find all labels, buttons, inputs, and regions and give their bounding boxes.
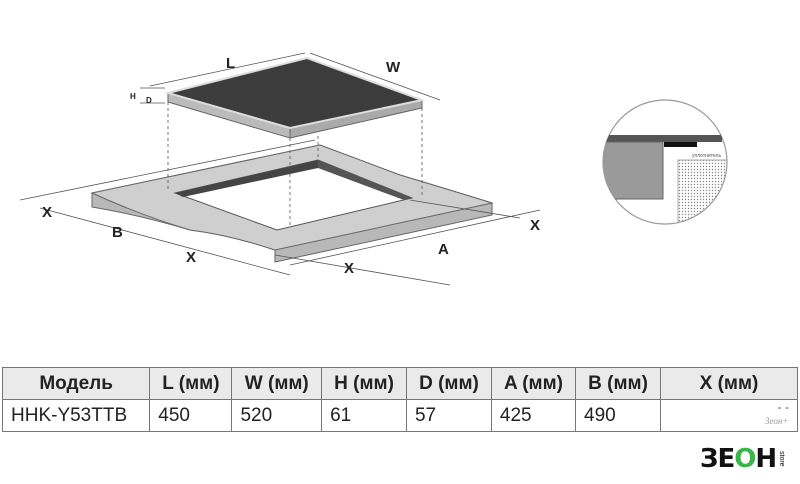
- label-b: B: [112, 224, 123, 241]
- label-a: A: [438, 241, 449, 258]
- seal-label: уплотнитель: [692, 153, 721, 159]
- logo-sub: store: [778, 451, 786, 467]
- label-w: W: [386, 59, 401, 76]
- cell-b: 490: [575, 399, 661, 432]
- label-l: L: [226, 55, 235, 72]
- projection-lines: [167, 102, 423, 225]
- header-b: B (мм): [575, 367, 661, 400]
- cell-d: 57: [405, 399, 492, 432]
- header-l: L (мм): [149, 367, 233, 400]
- label-x-right: X: [530, 217, 540, 234]
- header-w: W (мм): [231, 367, 323, 400]
- table-header-row: Модель L (мм) W (мм) H (мм) D (мм) A (мм…: [1, 367, 798, 400]
- header-x: X (мм): [660, 367, 798, 400]
- label-x-left: X: [42, 204, 52, 221]
- label-x-bottom: X: [344, 260, 354, 277]
- label-d: D: [146, 96, 152, 105]
- seal-detail-view: уплотнитель: [602, 99, 728, 225]
- cell-x: - -: [660, 399, 798, 432]
- label-x-bottom-left: X: [186, 249, 196, 266]
- dimensions-table: Модель L (мм) W (мм) H (мм) D (мм) A (мм…: [1, 367, 798, 432]
- header-model: Модель: [1, 367, 151, 400]
- dimension-lines: [19, 52, 541, 286]
- table-row: HHK-Y53TTB 450 520 61 57 425 490 - -: [1, 399, 798, 432]
- header-a: A (мм): [490, 367, 577, 400]
- header-h: H (мм): [321, 367, 407, 400]
- cell-model: HHK-Y53TTB: [1, 399, 151, 432]
- cell-w: 520: [231, 399, 323, 432]
- header-d: D (мм): [405, 367, 492, 400]
- cell-l: 450: [149, 399, 233, 432]
- cell-h: 61: [321, 399, 407, 432]
- label-h: H: [130, 92, 136, 101]
- cell-a: 425: [490, 399, 577, 432]
- watermark: Зеон+: [765, 416, 789, 426]
- countertop: [90, 144, 494, 263]
- installation-diagram: L W H D X B X X A X уплотнитель: [19, 52, 728, 286]
- cooktop: [164, 56, 426, 139]
- logo-text: ЗЕОН: [700, 444, 777, 474]
- brand-logo: ЗЕОН store: [700, 444, 785, 474]
